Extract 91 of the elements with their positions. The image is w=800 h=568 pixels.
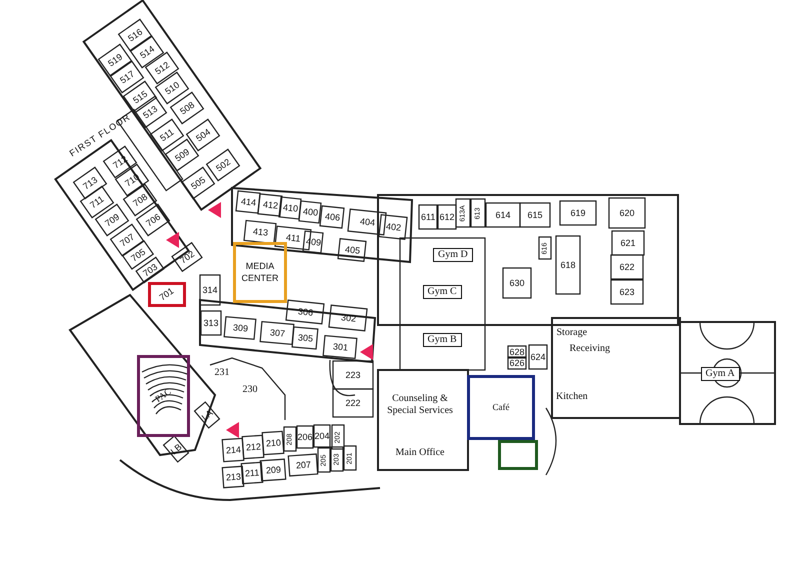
room-number: 302	[340, 312, 356, 324]
room-number: 505	[189, 175, 207, 191]
room-label: 231	[214, 368, 230, 378]
highlight-box	[467, 375, 535, 440]
highlight-box	[498, 440, 538, 470]
room-number: 211	[244, 468, 260, 478]
room-number: 223	[346, 370, 361, 380]
room-number: 519	[106, 52, 124, 68]
room-number: 624	[530, 352, 546, 362]
room-number: 705	[129, 247, 147, 263]
room-number: 402	[385, 222, 401, 232]
room-number: 412	[262, 200, 278, 210]
room-number: 712	[111, 154, 129, 170]
room-number: 514	[138, 44, 156, 60]
room-number: LA	[200, 408, 214, 422]
room-label: Storage	[556, 328, 588, 338]
room-number: 517	[118, 69, 136, 85]
room-label: Gym A	[700, 367, 740, 381]
room-number: LB	[168, 442, 184, 456]
room-number: 307	[269, 328, 285, 338]
room-number: 628	[510, 348, 525, 356]
room-number: 623	[620, 288, 635, 296]
room-number: 509	[173, 147, 191, 163]
room-number: 619	[570, 208, 586, 218]
room-number: 409	[305, 236, 321, 248]
room-label: PAC	[152, 385, 174, 406]
room-number: 516	[126, 27, 144, 43]
room-number: 405	[344, 244, 360, 256]
room-label: 230	[242, 385, 258, 395]
highlight-box	[148, 282, 186, 307]
room-label: Gym C	[422, 285, 462, 299]
room-number: 706	[144, 212, 162, 228]
highlight-box	[137, 355, 190, 437]
room-number: 708	[131, 192, 149, 208]
room-number: 504	[194, 127, 212, 143]
room-label: Kitchen	[556, 392, 588, 402]
room-number: 622	[620, 262, 635, 272]
room-number: 707	[118, 232, 136, 248]
room-number: 406	[324, 212, 340, 222]
room-number: 411	[286, 232, 301, 244]
room-number: 309	[232, 322, 248, 334]
room-number: 511	[158, 127, 176, 143]
room-number: 214	[225, 444, 241, 456]
room-number: 621	[620, 238, 636, 248]
room-number: 413	[252, 226, 268, 238]
room-number: 713	[81, 175, 99, 191]
room-number: 314	[202, 286, 218, 294]
room-number: 630	[510, 278, 525, 288]
room-number: 206	[298, 432, 313, 442]
room-number: 305	[297, 332, 313, 344]
room-number: 508	[178, 100, 196, 116]
room-label: Receiving	[570, 344, 610, 354]
room-number: 710	[123, 172, 141, 188]
room-number: 510	[163, 80, 181, 96]
room-number: 306	[297, 306, 313, 318]
room-number: 612	[440, 212, 455, 222]
room-number: 620	[620, 208, 635, 218]
room-number: 414	[240, 196, 256, 208]
room-number: 515	[131, 89, 149, 105]
room-number: 404	[359, 216, 375, 228]
room-number: 212	[245, 442, 261, 452]
room-number: 207	[295, 460, 311, 470]
room-number: 222	[346, 398, 361, 408]
room-number: 502	[214, 157, 232, 173]
room-number: 611	[421, 212, 436, 222]
room-number: 313	[204, 318, 219, 328]
room-label: Café	[492, 402, 510, 414]
room-number: 213	[225, 472, 241, 482]
room-number: 210	[265, 438, 281, 448]
room-number: 709	[103, 212, 121, 228]
room-label: 701	[156, 284, 177, 304]
room-number: 512	[153, 60, 171, 76]
room-number: 209	[265, 464, 281, 476]
room-label: Gym B	[422, 333, 462, 347]
room-number: 614	[496, 210, 511, 220]
highlight-box	[233, 242, 287, 303]
room-number: 702	[178, 249, 196, 265]
room-label: Gym D	[433, 248, 473, 262]
room-number: 703	[141, 262, 159, 278]
room-number: 400	[302, 206, 318, 218]
room-label: MEDIA CENTER	[240, 261, 280, 284]
room-label: Main Office	[396, 448, 444, 458]
room-number: 301	[332, 342, 348, 352]
room-number: 615	[528, 210, 543, 220]
room-number: 626	[510, 358, 525, 368]
room-number: 513	[141, 104, 159, 120]
room-number: 618	[560, 260, 576, 270]
room-number: 204	[314, 432, 330, 440]
room-label: Counseling & Special Services	[386, 393, 454, 417]
room-number: 711	[88, 194, 106, 210]
room-number: 410	[282, 202, 298, 214]
